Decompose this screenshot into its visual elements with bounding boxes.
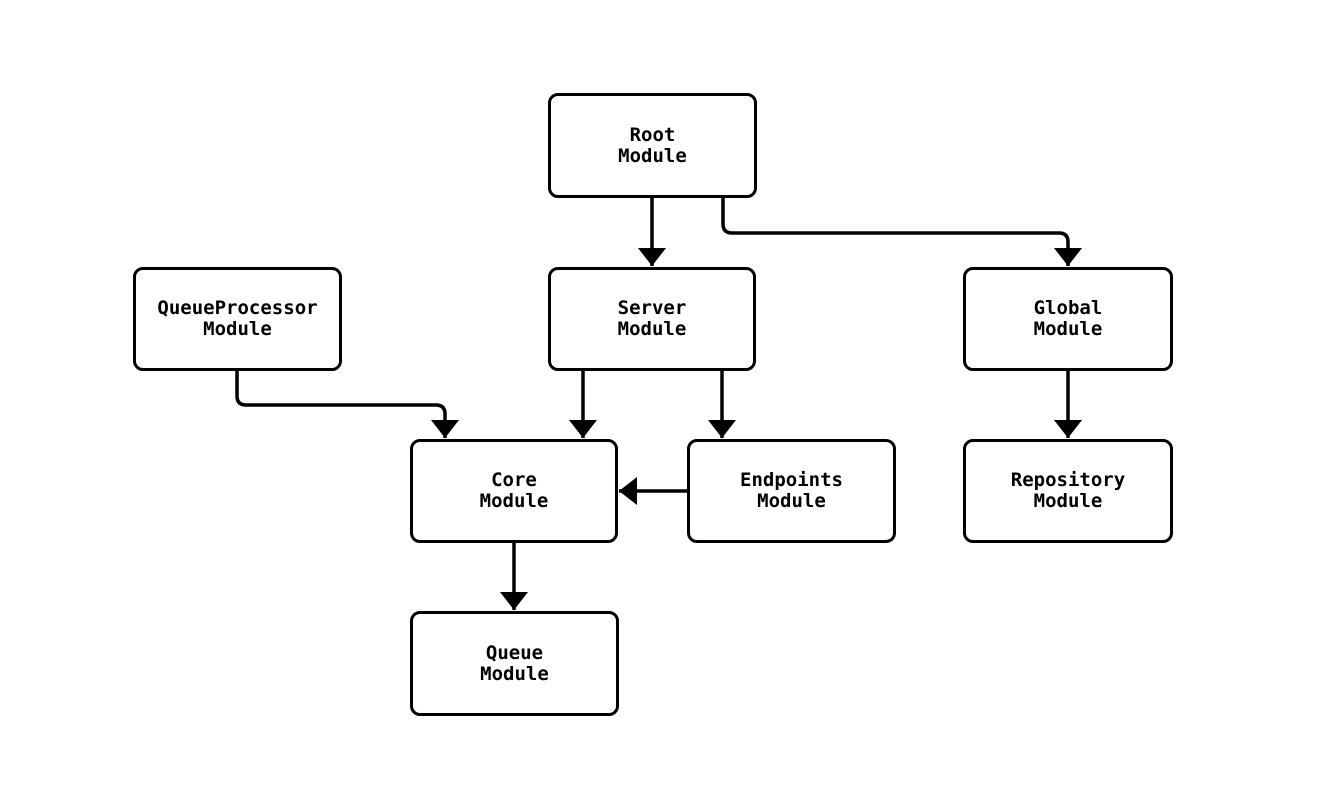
node-label: Global Module: [1033, 297, 1103, 340]
edge-queueprocessor-to-core: [235, 371, 459, 438]
node-label: Server Module: [617, 297, 687, 340]
node-label: QueueProcessor Module: [157, 297, 318, 340]
node-label: Queue Module: [480, 641, 549, 685]
node-label: Root Module: [618, 123, 687, 167]
node-global-module: Global Module: [963, 267, 1173, 371]
node-queue-module: Queue Module: [410, 611, 619, 716]
node-label: Endpoints Module: [740, 469, 843, 512]
edge-root-to-global: [721, 198, 1082, 266]
node-label: Repository Module: [1010, 469, 1126, 512]
node-root-module: Root Module: [548, 93, 757, 198]
node-core-module: Core Module: [410, 439, 618, 543]
node-queueprocessor-module: QueueProcessor Module: [133, 267, 342, 371]
node-label: Core Module: [479, 469, 549, 512]
node-repository-module: Repository Module: [963, 439, 1173, 543]
node-endpoints-module: Endpoints Module: [687, 439, 896, 543]
edges-group: [235, 198, 1082, 610]
node-server-module: Server Module: [548, 267, 756, 371]
